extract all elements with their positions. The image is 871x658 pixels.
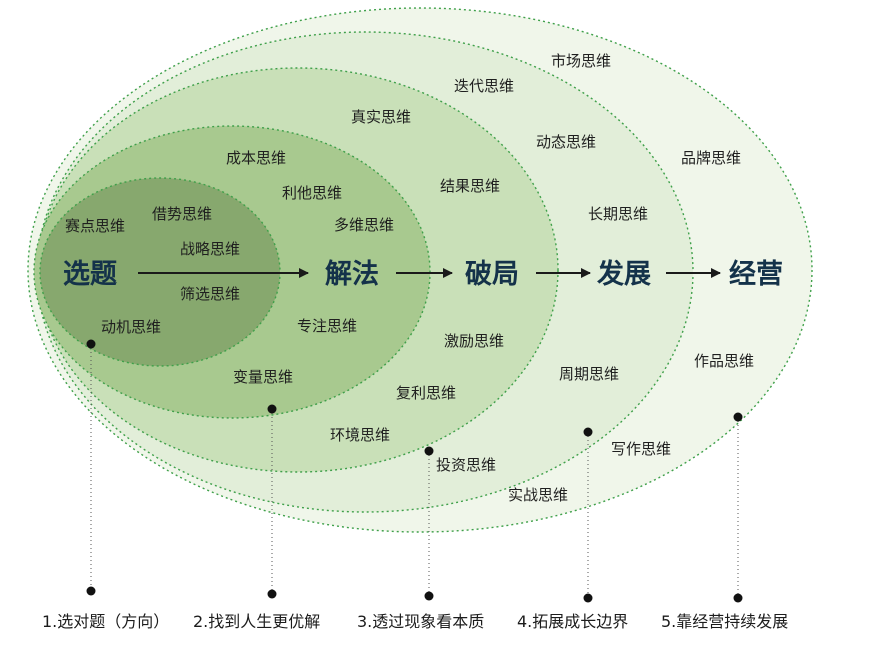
caption-1: 1.选对题（方向） [42, 612, 169, 631]
caption-5: 5.靠经营持续发展 [661, 612, 788, 631]
keyword: 筛选思维 [180, 285, 240, 303]
connector-dot [86, 586, 96, 596]
keyword: 长期思维 [588, 205, 648, 223]
connector-dot [424, 446, 434, 456]
keyword: 变量思维 [233, 368, 293, 386]
keyword: 多维思维 [334, 216, 394, 234]
caption-2: 2.找到人生更优解 [193, 612, 320, 631]
keyword: 环境思维 [330, 426, 390, 444]
connector-dot [733, 412, 743, 422]
stage-operation: 经营 [729, 258, 783, 290]
keyword: 利他思维 [282, 184, 342, 202]
stage-development: 发展 [596, 258, 651, 290]
stage-breakthrough: 破局 [465, 259, 519, 290]
caption-4: 4.拓展成长边界 [517, 612, 628, 631]
stage-solution: 解法 [325, 259, 379, 290]
keyword: 结果思维 [440, 177, 500, 195]
stage-topic: 选题 [63, 259, 117, 290]
keyword: 作品思维 [694, 352, 754, 370]
caption-3: 3.透过现象看本质 [357, 612, 484, 631]
keyword: 激励思维 [444, 332, 504, 350]
keyword: 动机思维 [101, 318, 161, 336]
connector-dot [267, 404, 277, 414]
connector-dot [583, 593, 593, 603]
keyword: 品牌思维 [681, 149, 741, 167]
connector-dot [424, 591, 434, 601]
connector-dot [267, 589, 277, 599]
keyword: 成本思维 [226, 149, 286, 167]
keyword: 写作思维 [611, 440, 671, 458]
keyword: 专注思维 [297, 317, 357, 335]
connector-dot [86, 339, 96, 349]
keyword: 赛点思维 [65, 217, 125, 235]
connector-dot [733, 593, 743, 603]
keyword: 战略思维 [180, 240, 240, 258]
keyword: 投资思维 [436, 456, 496, 474]
keyword: 实战思维 [508, 486, 568, 504]
keyword: 复利思维 [396, 384, 456, 402]
keyword: 动态思维 [536, 133, 596, 151]
connector-dot [583, 427, 593, 437]
keyword: 真实思维 [351, 108, 411, 126]
keyword: 迭代思维 [454, 77, 514, 95]
keyword: 借势思维 [152, 205, 212, 223]
keyword: 市场思维 [551, 52, 611, 70]
keyword: 周期思维 [559, 365, 619, 383]
